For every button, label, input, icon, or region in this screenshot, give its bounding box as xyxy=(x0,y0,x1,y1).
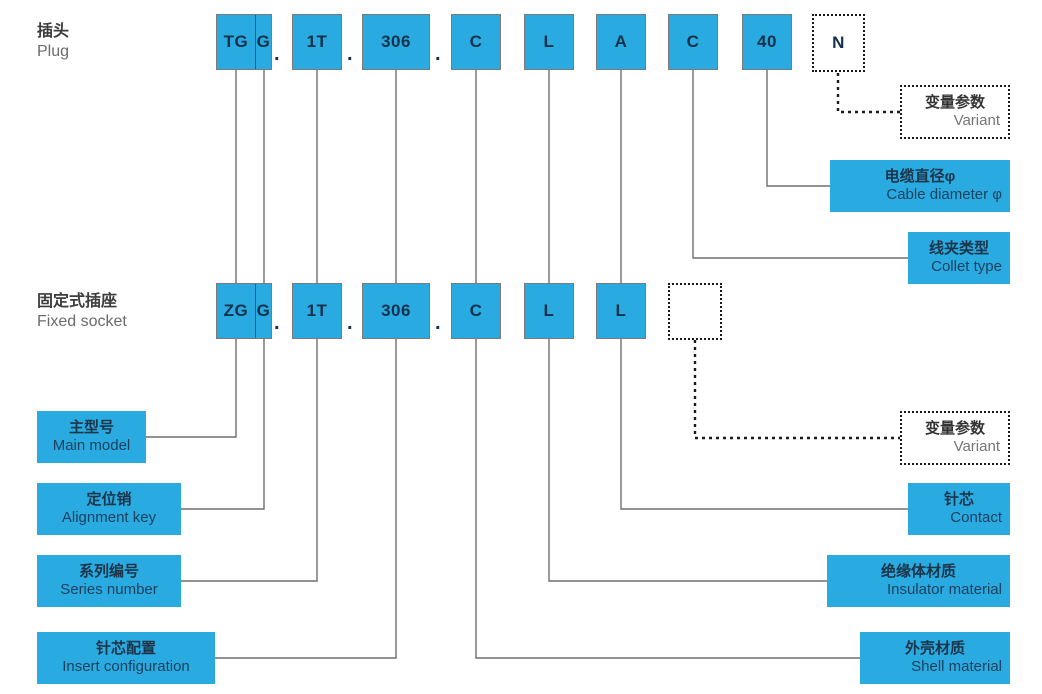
legend-insulator-material-cn: 绝缘体材质 xyxy=(880,562,956,580)
legend-shell-material[interactable]: 外壳材质 Shell material xyxy=(860,632,1010,684)
legend-insert-configuration-en: Insert configuration xyxy=(62,657,190,675)
code-chip-plug-collet-type[interactable]: C xyxy=(668,14,718,70)
legend-variant-bottom-cn: 变量参数 xyxy=(924,419,985,437)
legend-insulator-material-en: Insulator material xyxy=(886,580,1002,598)
row-title-plug-en: Plug xyxy=(37,43,70,60)
legend-alignment-key-cn: 定位销 xyxy=(86,490,132,508)
separator-dot: . xyxy=(435,312,441,334)
legend-main-model-en: Main model xyxy=(52,436,131,454)
code-chip-plug-insulator-material[interactable]: L xyxy=(524,14,574,70)
code-chip-plug-cable-diameter[interactable]: 40 xyxy=(742,14,792,70)
code-chip-plug-main-model[interactable]: TG G xyxy=(216,14,272,70)
code-chip-plug-cable-diameter-value: 40 xyxy=(757,32,777,51)
code-chip-socket-contact[interactable]: L xyxy=(596,283,646,339)
legend-variant-bottom-en: Variant xyxy=(953,437,1000,455)
code-chip-plug-shell-material-value: C xyxy=(469,32,483,51)
code-chip-socket-shell-material-value: C xyxy=(469,301,483,320)
code-chip-plug-insert-configuration-value: 306 xyxy=(381,32,411,51)
code-chip-socket-main-model[interactable]: ZG G xyxy=(216,283,272,339)
legend-cable-diameter-en: Cable diameter φ xyxy=(886,185,1002,203)
code-chip-plug-variant[interactable]: N xyxy=(812,14,865,72)
separator-dot: . xyxy=(435,43,441,65)
code-chip-socket-insert-configuration[interactable]: 306 xyxy=(362,283,430,339)
legend-main-model-cn: 主型号 xyxy=(68,418,114,436)
legend-contact-cn: 针芯 xyxy=(943,490,974,508)
row-title-fixed-socket: 固定式插座 Fixed socket xyxy=(37,292,127,333)
code-chip-plug-series-number[interactable]: 1T xyxy=(292,14,342,70)
code-chip-plug-insert-configuration[interactable]: 306 xyxy=(362,14,430,70)
code-chip-plug-collet-type-value: C xyxy=(686,32,700,51)
legend-variant-top-en: Variant xyxy=(953,111,1000,129)
code-chip-socket-alignment-key-value: G xyxy=(254,284,271,338)
code-chip-socket-insert-configuration-value: 306 xyxy=(381,301,411,320)
separator-dot: . xyxy=(347,312,353,334)
code-chip-socket-contact-value: L xyxy=(615,301,627,320)
legend-variant-top[interactable]: 变量参数 Variant xyxy=(900,85,1010,139)
row-title-plug: 插头 Plug xyxy=(37,22,69,63)
legend-variant-bottom[interactable]: 变量参数 Variant xyxy=(900,411,1010,465)
legend-collet-type-en: Collet type xyxy=(931,257,1002,275)
code-chip-socket-series-number-value: 1T xyxy=(306,301,328,320)
code-chip-plug-insulator-material-value: L xyxy=(543,32,555,51)
code-chip-plug-alignment-key-value: G xyxy=(254,15,271,69)
legend-shell-material-cn: 外壳材质 xyxy=(904,639,965,657)
legend-collet-type[interactable]: 线夹类型 Collet type xyxy=(908,232,1010,284)
row-title-fixed-socket-en: Fixed socket xyxy=(37,313,127,330)
legend-shell-material-en: Shell material xyxy=(911,657,1002,675)
code-chip-plug-main-model-value: TG xyxy=(223,32,249,51)
separator-dot: . xyxy=(274,43,280,65)
legend-alignment-key-en: Alignment key xyxy=(61,508,157,526)
code-chip-socket-main-model-value: ZG xyxy=(223,301,249,320)
code-chip-socket-insulator-material[interactable]: L xyxy=(524,283,574,339)
legend-cable-diameter[interactable]: 电缆直径φ Cable diameter φ xyxy=(830,160,1010,212)
code-chip-socket-insulator-material-value: L xyxy=(543,301,555,320)
row-title-fixed-socket-cn: 固定式插座 xyxy=(37,293,118,310)
code-chip-socket-variant[interactable] xyxy=(668,283,722,340)
legend-contact-en: Contact xyxy=(950,508,1002,526)
legend-collet-type-cn: 线夹类型 xyxy=(928,239,989,257)
legend-contact[interactable]: 针芯 Contact xyxy=(908,483,1010,535)
legend-insert-configuration-cn: 针芯配置 xyxy=(95,639,156,657)
code-chip-socket-series-number[interactable]: 1T xyxy=(292,283,342,339)
legend-cable-diameter-cn: 电缆直径φ xyxy=(884,167,956,185)
legend-main-model[interactable]: 主型号 Main model xyxy=(37,411,146,463)
code-chip-socket-shell-material[interactable]: C xyxy=(451,283,501,339)
legend-insulator-material[interactable]: 绝缘体材质 Insulator material xyxy=(827,555,1010,607)
legend-series-number-cn: 系列编号 xyxy=(78,562,139,580)
code-chip-plug-contact-value: A xyxy=(614,32,628,51)
legend-insert-configuration[interactable]: 针芯配置 Insert configuration xyxy=(37,632,215,684)
code-chip-plug-variant-value: N xyxy=(832,33,845,52)
separator-dot: . xyxy=(274,312,280,334)
legend-alignment-key[interactable]: 定位销 Alignment key xyxy=(37,483,181,535)
legend-series-number[interactable]: 系列编号 Series number xyxy=(37,555,181,607)
legend-series-number-en: Series number xyxy=(60,580,158,598)
row-title-plug-cn: 插头 xyxy=(37,23,70,40)
code-chip-plug-contact[interactable]: A xyxy=(596,14,646,70)
code-chip-plug-shell-material[interactable]: C xyxy=(451,14,501,70)
code-chip-plug-series-number-value: 1T xyxy=(306,32,328,51)
legend-variant-top-cn: 变量参数 xyxy=(924,93,985,111)
separator-dot: . xyxy=(347,43,353,65)
